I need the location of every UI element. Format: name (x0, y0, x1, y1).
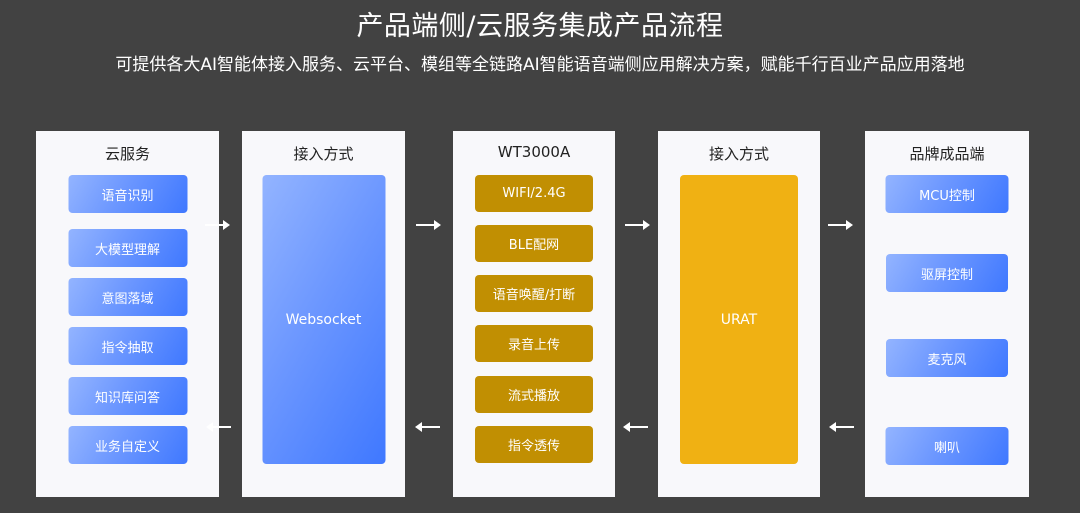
column-cloud-service: 云服务 语音识别 大模型理解 意图落域 指令抽取 知识库问答 业务自定义 (36, 131, 219, 497)
arrow-right-icon (416, 220, 441, 230)
urat-block: URAT (680, 175, 798, 464)
item-audio-upload: 录音上传 (475, 325, 593, 362)
item-screen-control: 驱屏控制 (886, 254, 1008, 292)
column-brand-product: 品牌成品端 MCU控制 驱屏控制 麦克风 喇叭 (865, 131, 1029, 497)
item-wifi: WIFI/2.4G (475, 175, 593, 212)
item-stream-playback: 流式播放 (475, 376, 593, 413)
item-microphone: 麦克风 (886, 339, 1008, 377)
arrow-left-icon (829, 422, 854, 432)
item-speaker: 喇叭 (885, 427, 1009, 465)
item-mcu-control: MCU控制 (885, 175, 1009, 213)
arrow-left-icon (415, 422, 440, 432)
arrow-right-icon (205, 220, 230, 230)
item-speech-recognition: 语音识别 (68, 175, 187, 213)
column-title: 接入方式 (293, 145, 354, 163)
page-title: 产品端侧/云服务集成产品流程 (356, 11, 724, 42)
arrow-left-icon (623, 422, 648, 432)
page-subtitle: 可提供各大AI智能体接入服务、云平台、模组等全链路AI智能语音端侧应用解决方案，… (115, 55, 965, 75)
column-access-urat: 接入方式 URAT (658, 131, 820, 497)
arrow-right-icon (828, 220, 853, 230)
item-ble-pairing: BLE配网 (475, 225, 593, 262)
item-intent-domain: 意图落域 (68, 278, 187, 316)
column-title: 品牌成品端 (909, 145, 985, 163)
arrow-left-icon (206, 422, 231, 432)
arrow-right-icon (625, 220, 650, 230)
column-access-websocket: 接入方式 Websocket (242, 131, 405, 497)
item-knowledge-qa: 知识库问答 (68, 377, 187, 415)
item-custom-business: 业务自定义 (68, 426, 187, 464)
column-title: WT3000A (497, 143, 571, 161)
websocket-block: Websocket (262, 175, 385, 464)
item-command-passthrough: 指令透传 (475, 426, 593, 463)
column-title: 接入方式 (708, 145, 769, 163)
item-wake-interrupt: 语音唤醒/打断 (475, 275, 593, 312)
item-llm-understanding: 大模型理解 (68, 229, 187, 267)
column-title: 云服务 (104, 145, 150, 163)
item-command-extraction: 指令抽取 (68, 327, 187, 365)
column-wt3000a: WT3000A WIFI/2.4G BLE配网 语音唤醒/打断 录音上传 流式播… (453, 131, 615, 497)
